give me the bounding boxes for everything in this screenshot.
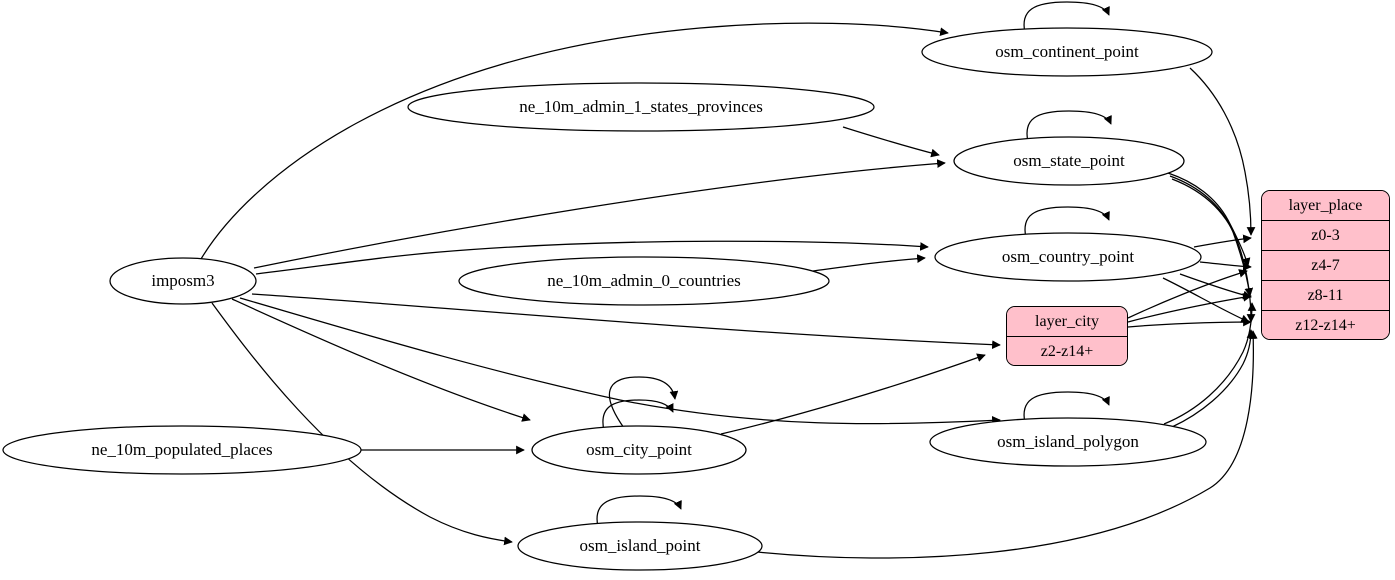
layer_place-row-z12-z14p[interactable]: z12-z14+ [1262, 311, 1389, 339]
selfloop-osm_country_point [1024, 206, 1110, 239]
layer_place-row-z8-11[interactable]: z8-11 [1262, 281, 1389, 311]
node-ne_10m_admin_1_states_provinces[interactable] [407, 82, 875, 132]
selfloop-osm_city_point-outer [608, 376, 679, 429]
node-osm_city_point[interactable] [531, 425, 747, 475]
edge-layer_city-layer_place-z4_7 [1127, 269, 1248, 319]
edge-osm_country_point-layer_place-z12_14 [1162, 277, 1250, 323]
ellipse-group [2, 27, 1213, 571]
edge-osm_island_point-layer_place-z12_14 [756, 330, 1258, 559]
edge-imposm3-osm_country_point [255, 240, 929, 275]
node-ne_10m_admin_0_countries[interactable] [458, 256, 830, 306]
edge-ne_10m_admin_0_countries-osm_country_point [812, 254, 926, 272]
selfloop-osm_city_point-inner [602, 399, 674, 432]
layer_place-row-z4-7[interactable]: z4-7 [1262, 251, 1389, 281]
selfloop-osm_island_point [596, 495, 682, 528]
node-osm_country_point[interactable] [934, 232, 1202, 282]
node-osm_island_point[interactable] [517, 521, 763, 571]
edge-imposm3-layer_city [251, 293, 1001, 350]
edge-osm_island_polygon-layer_place-z8_11 [1163, 302, 1257, 425]
edge-imposm3-osm_city_point [231, 298, 531, 422]
edge-layer_city-layer_place-z12_14 [1127, 317, 1252, 328]
layer_city-row-title[interactable]: layer_city [1007, 307, 1127, 337]
edge-osm_city_point-layer_city-z2_14 [720, 353, 986, 435]
selfloop-osm_island_polygon [1023, 391, 1110, 424]
layer_city-row-z2-z14p[interactable]: z2-z14+ [1007, 337, 1127, 365]
layer_place-row-title[interactable]: layer_place [1262, 191, 1389, 221]
edge-osm_island_polygon-layer_place-z12_14 [1171, 329, 1256, 428]
edge-imposm3-osm_continent_point [200, 22, 949, 260]
edge-ne_10m_admin_1_states_provinces-osm_state_point [842, 126, 940, 158]
selfloop-osm_continent_point [1023, 1, 1110, 34]
node-layer_place[interactable]: layer_place z0-3 z4-7 z8-11 z12-z14+ [1261, 190, 1390, 340]
edge-layer_city-layer_place-z8_11 [1127, 293, 1252, 323]
edge-imposm3-osm_island_point [211, 302, 513, 546]
node-imposm3[interactable] [109, 257, 257, 305]
edge-osm_state_point-layer_place-z4_7 [1167, 172, 1251, 267]
edge-imposm3-osm_island_polygon [239, 297, 1001, 425]
edge-osm_continent_point-layer_place-z0_3 [1189, 67, 1256, 236]
node-osm_island_polygon[interactable] [929, 417, 1207, 467]
edge-imposm3-osm_state_point [253, 159, 946, 269]
node-osm_state_point[interactable] [953, 136, 1185, 186]
edge-osm_country_point-layer_place-z4_7 [1199, 261, 1252, 271]
selfloop-osm_state_point [1026, 110, 1112, 143]
layer_place-row-z0-3[interactable]: z0-3 [1262, 221, 1389, 251]
edge-osm_country_point-layer_place-z0_3 [1193, 234, 1252, 248]
node-layer_city[interactable]: layer_city z2-z14+ [1006, 306, 1128, 366]
edge-group [200, 1, 1258, 559]
node-ne_10m_populated_places[interactable] [2, 425, 362, 475]
node-osm_continent_point[interactable] [921, 27, 1213, 77]
